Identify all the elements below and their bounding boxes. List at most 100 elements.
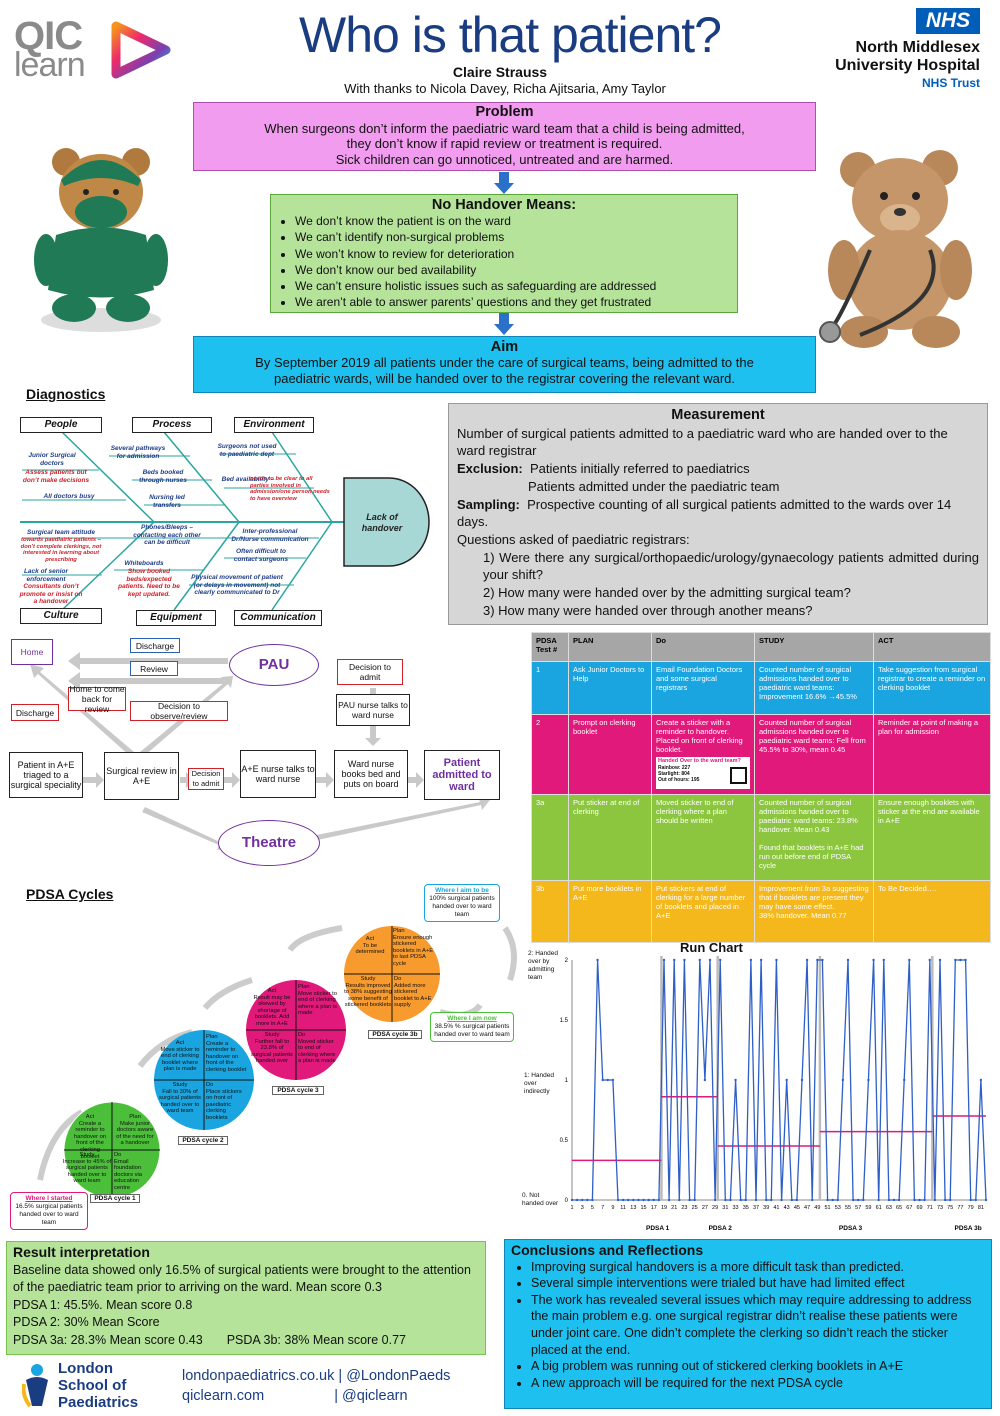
flow-decision-observe: Decision to observe/review: [130, 701, 228, 721]
separator: |: [338, 1368, 343, 1384]
measurement-box: Measurement Number of surgical patients …: [448, 403, 988, 625]
data-point: [616, 1198, 620, 1202]
data-point: [652, 1198, 655, 1202]
measurement-title: Measurement: [671, 407, 765, 423]
data-point: [903, 1078, 906, 1082]
cell: Reminder at point of making a plan for a…: [873, 714, 991, 795]
cycle3-study: Study Further fall to 23.8% of surgical …: [251, 1032, 293, 1065]
pdsa-cycles-title: PDSA Cycles: [26, 886, 114, 902]
footer-row-1: londonpaediatrics.co.uk | @LondonPaeds: [182, 1366, 502, 1386]
x-tick-label: 79: [968, 1205, 974, 1211]
problem-title: Problem: [475, 104, 534, 120]
phase-label: PDSA 1: [646, 1225, 670, 1232]
data-point: [678, 1198, 681, 1202]
category-environment: Environment: [234, 417, 314, 433]
sticker-image: Handed Over to the ward team? Rainbow: 2…: [656, 757, 750, 789]
cycle2-study: Study Fall to 30% of surgical patients h…: [159, 1082, 201, 1115]
table-row: 3b Put more booklets in A+E Put stickers…: [531, 880, 991, 943]
data-point: [918, 1198, 921, 1202]
x-tick-label: 9: [611, 1205, 614, 1211]
data-point: [959, 958, 962, 962]
y-tick-label: 0.5: [560, 1138, 569, 1144]
page-title: Who is that patient?: [299, 7, 722, 63]
data-point: [943, 1198, 947, 1202]
lsp-website-link[interactable]: londonpaediatrics.co.uk: [182, 1368, 335, 1384]
cycle3b-do: Do Added more stickered booklet to A+E s…: [394, 976, 432, 1009]
lsp-twitter-handle[interactable]: @LondonPaeds: [346, 1368, 451, 1384]
x-tick-label: 55: [845, 1205, 851, 1211]
data-point: [795, 1198, 799, 1202]
cause-text: towards paediatric patients – don’t comp…: [20, 537, 102, 563]
data-point: [775, 958, 778, 962]
data-point: [984, 1198, 988, 1202]
conclusions-title: Conclusions and Reflections: [511, 1242, 704, 1258]
column-header: PLAN: [568, 632, 652, 662]
pdsa-table-wrap: PDSA Test # PLAN Do STUDY ACT 1 Ask Juni…: [531, 632, 991, 943]
data-point: [724, 1198, 727, 1202]
list-item: Several simple interventions were triale…: [531, 1275, 985, 1292]
data-point: [719, 958, 722, 962]
cycle-wheels: [37, 925, 517, 1199]
x-tick-label: 21: [671, 1205, 677, 1211]
x-tick-label: 67: [906, 1205, 912, 1211]
cause-text: Beds booked through nurses: [139, 469, 187, 484]
cause-text: Show booked beds/expected patients. Need…: [118, 568, 180, 598]
x-tick-label: 53: [835, 1205, 841, 1211]
cell: Counted number of surgical admissions ha…: [754, 661, 874, 715]
no-handover-title: No Handover Means:: [431, 197, 577, 213]
sticker-line: Starlight: 804: [658, 771, 690, 777]
flow-discharge-top: Discharge: [130, 638, 180, 653]
x-tick-label: 1: [570, 1205, 573, 1211]
data-point: [969, 1198, 972, 1202]
qic-twitter-handle[interactable]: @qiclearn: [342, 1388, 408, 1404]
flow-ae-nurse: A+E nurse talks to ward nurse: [240, 750, 316, 798]
data-point: [846, 958, 850, 962]
cell: 1: [531, 661, 569, 715]
data-point: [581, 1198, 584, 1202]
sampling-row: Sampling: Prospective counting of all su…: [457, 496, 979, 531]
result-3a: PDSA 3a: 28.3% Mean score 0.43: [13, 1332, 203, 1347]
x-tick-label: 65: [896, 1205, 902, 1211]
cell: Ask Junior Doctors to Help: [568, 661, 652, 715]
data-point: [586, 1198, 589, 1202]
question-2: 2) How many were handed over by the admi…: [483, 585, 851, 601]
footer-row-2: qiclearn.com | @qiclearn: [182, 1386, 502, 1406]
x-tick-label: 25: [692, 1205, 698, 1211]
x-tick-label: 77: [957, 1205, 963, 1211]
cell: Counted number of surgical admissions ha…: [754, 714, 874, 795]
cell: 3a: [531, 794, 569, 881]
data-point: [867, 1078, 870, 1082]
x-tick-label: 11: [620, 1205, 626, 1211]
cell: Counted number of surgical admissions ha…: [754, 794, 874, 881]
cause-text: All doctors busy: [43, 493, 95, 500]
y-cat-label: 1: Handed over indirectly: [524, 1072, 554, 1095]
cycle1-plan: Plan Make junior doctors aware of the ne…: [116, 1114, 154, 1147]
y-tick-label: 1: [565, 1078, 569, 1084]
data-point: [928, 958, 931, 962]
cell: Moved sticker to end of clerking where a…: [651, 794, 755, 881]
data-point: [570, 1198, 574, 1202]
phase-label: PDSA 3b: [955, 1225, 982, 1232]
qic-website-link[interactable]: qiclearn.com: [182, 1388, 265, 1404]
category-equipment: Equipment: [136, 610, 216, 626]
exclusion-label: Exclusion:: [457, 461, 523, 477]
cause-text: Phones/Bleeps – contacting each other ca…: [133, 524, 201, 546]
problem-line-3: Sick children can go unnoticed, untreate…: [335, 151, 674, 167]
cycle3b-label: PDSA cycle 3b: [368, 1030, 422, 1039]
x-tick-label: 37: [753, 1205, 759, 1211]
hospital-trust: NHS Trust: [921, 76, 980, 90]
conclusions-list: Improving surgical handovers is a more d…: [511, 1259, 985, 1392]
data-point: [974, 1198, 977, 1202]
flow-ward-nurse: Ward nurse books bed and puts on board: [334, 750, 408, 798]
cell: Email Foundation Doctors and some surgic…: [651, 661, 755, 715]
cycle1-study: Study Increase to 45% of surgical patien…: [62, 1152, 112, 1185]
data-point: [780, 1198, 783, 1202]
cycle1-act: Act Create a reminder to handover on fro…: [73, 1114, 107, 1160]
sampling-text: Prospective counting of all surgical pat…: [457, 496, 952, 530]
x-tick-label: 13: [630, 1205, 636, 1211]
cycle3-act: Act Result may be skewed by shortage of …: [253, 988, 291, 1027]
list-item: A new approach will be required for the …: [531, 1375, 985, 1392]
data-point: [739, 1198, 742, 1202]
x-tick-label: 43: [784, 1205, 790, 1211]
fishbone-diagram: People Process Environment Culture Equip…: [14, 410, 439, 632]
